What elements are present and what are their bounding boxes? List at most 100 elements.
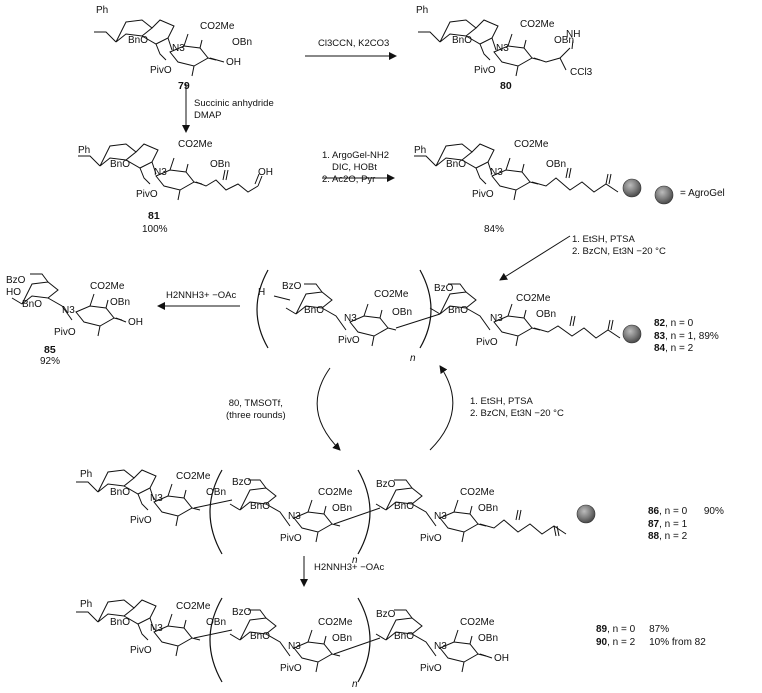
- pivo-label: PivO: [280, 663, 302, 674]
- structure-85: [11, 273, 127, 337]
- n3-label: N3: [434, 511, 447, 522]
- obn-label: OBn: [536, 309, 557, 320]
- co2me-label: CO2Me: [200, 21, 235, 32]
- repeat-n-label: n: [352, 555, 358, 566]
- structure-79: [93, 19, 225, 77]
- compound-79-label: 79: [178, 80, 190, 92]
- bno-label: BnO: [128, 35, 149, 46]
- series-row: 88, n = 2: [648, 531, 688, 542]
- co2me-label: CO2Me: [374, 289, 409, 300]
- obn-label: OBn: [206, 487, 227, 498]
- compound-80-label: 80: [500, 80, 512, 92]
- bno-label: BnO: [110, 159, 131, 170]
- oh-label: OH: [494, 653, 509, 664]
- pivo-label: PivO: [420, 533, 442, 544]
- obn-label: OBn: [546, 159, 567, 170]
- ph-label: Ph: [414, 145, 427, 156]
- structure-89-90: [75, 597, 493, 683]
- n3-label: N3: [172, 43, 185, 54]
- n3-label: N3: [150, 623, 163, 634]
- obn-label: OBn: [478, 503, 499, 514]
- oh-label: OH: [258, 167, 273, 178]
- pivo-label: PivO: [280, 533, 302, 544]
- n3-label: N3: [490, 167, 503, 178]
- pivo-label: PivO: [474, 65, 496, 76]
- co2me-label: CO2Me: [90, 281, 125, 292]
- n3-label: N3: [288, 641, 301, 652]
- n3-label: N3: [288, 511, 301, 522]
- bzo-label: BzO: [282, 281, 302, 292]
- compound-81-label: 81: [148, 210, 160, 222]
- structure-resin-monomer: [413, 143, 674, 205]
- arrow-resin-82: [499, 235, 571, 281]
- series-86-88: 86, n = 0 90% 87, n = 1 88, n = 2: [648, 506, 724, 544]
- n3-label: N3: [496, 43, 509, 54]
- structure-80: [417, 19, 574, 77]
- bno-label: BnO: [452, 35, 473, 46]
- bno-label: BnO: [304, 305, 325, 316]
- n3-label: N3: [150, 493, 163, 504]
- bno-label: BnO: [394, 631, 415, 642]
- bno-label: BnO: [448, 305, 469, 316]
- series-row: 82, n = 0: [654, 318, 694, 329]
- oh-label: OH: [226, 57, 241, 68]
- ph-label: Ph: [80, 469, 93, 480]
- co2me-label: CO2Me: [516, 293, 551, 304]
- compound-85-yield: 92%: [40, 356, 61, 367]
- reagent-step-5: H2NNH3+ −OAc: [166, 290, 237, 301]
- n3-label: N3: [434, 641, 447, 652]
- pivo-label: PivO: [150, 65, 172, 76]
- series-row: 84, n = 2: [654, 343, 694, 354]
- resin-monomer-yield: 84%: [484, 224, 505, 235]
- ph-label: Ph: [416, 5, 429, 16]
- series-row: 89, n = 0 87%: [596, 624, 670, 635]
- imidate-nh-label: NH: [566, 29, 581, 40]
- pivo-label: PivO: [136, 189, 158, 200]
- series-row: 83, n = 1, 89%: [654, 330, 719, 342]
- series-82-84: 82, n = 0 83, n = 1, 89% 84, n = 2: [654, 318, 719, 356]
- pivo-label: PivO: [472, 189, 494, 200]
- obn-label: OBn: [232, 37, 253, 48]
- bzo-label: BzO: [232, 607, 252, 618]
- bno-label: BnO: [22, 299, 43, 310]
- co2me-label: CO2Me: [178, 139, 213, 150]
- ph-label: Ph: [96, 5, 109, 16]
- co2me-label: CO2Me: [318, 487, 353, 498]
- obn-label: OBn: [478, 633, 499, 644]
- repeat-n-label: n: [410, 353, 416, 364]
- ccl3-label: CCl3: [570, 67, 593, 78]
- arrow-cycle-right: [429, 365, 454, 451]
- reagent-step-3: 1. ArgoGel-NH2 DIC, HOBt 2. Ac2O, Pyr: [322, 150, 390, 185]
- bno-label: BnO: [446, 159, 467, 170]
- bzo-label: BzO: [6, 275, 26, 286]
- n3-label: N3: [344, 313, 357, 324]
- co2me-label: CO2Me: [514, 139, 549, 150]
- co2me-label: CO2Me: [176, 601, 211, 612]
- obn-label: OBn: [110, 297, 131, 308]
- bzo-label: BzO: [376, 479, 396, 490]
- pivo-label: PivO: [476, 337, 498, 348]
- obn-label: OBn: [206, 617, 227, 628]
- agrogel-legend: = AgroGel: [680, 188, 725, 199]
- structure-86-88: [75, 469, 596, 555]
- structure-81: [77, 143, 263, 201]
- series-89-90: 89, n = 0 87% 90, n = 2 10% from 82: [596, 624, 706, 649]
- bno-label: BnO: [110, 617, 131, 628]
- bno-label: BnO: [250, 501, 271, 512]
- bno-label: BnO: [110, 487, 131, 498]
- n3-label: N3: [490, 313, 503, 324]
- obn-label: OBn: [554, 35, 575, 46]
- n3-label: N3: [154, 167, 167, 178]
- series-row: 87, n = 1: [648, 518, 688, 530]
- co2me-label: CO2Me: [520, 19, 555, 30]
- obn-label: OBn: [332, 633, 353, 644]
- agrogel-bead-icon: [654, 185, 674, 205]
- compound-85-label: 85: [44, 344, 56, 356]
- repeat-n-label: n: [352, 679, 358, 690]
- co2me-label: CO2Me: [318, 617, 353, 628]
